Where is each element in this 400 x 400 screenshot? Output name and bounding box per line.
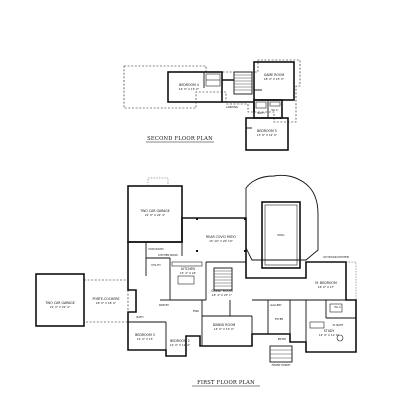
bedroom-5-dims: 13' 6" X 12' 0"	[257, 133, 278, 137]
kitchen-island	[177, 275, 195, 285]
rear-patio-label: REAR COV'D PATIO	[206, 235, 236, 239]
bedroom-3-label: BEDROOM 3	[135, 333, 155, 337]
bedroom-4-walls	[167, 71, 223, 103]
dining-room-dims: 14' 0" X 13' 0"	[214, 327, 235, 331]
front-porch-label: FRONT PORCH	[272, 363, 291, 367]
game-room-walls	[253, 61, 295, 101]
north-garage-dims: 21' 0" X 22' 4"	[145, 213, 166, 217]
outdoor-kitchen-label: OUTDOOR KITCHEN	[323, 255, 349, 259]
entry-label: ENTRY	[278, 337, 287, 341]
landing-label: LANDING	[226, 105, 238, 109]
first-floor-title: FIRST FLOOR PLAN	[197, 380, 255, 386]
porte-cochere-dims: 18' 0" X 18' 0"	[96, 301, 117, 305]
second-floor-bath-label: BATH	[258, 111, 265, 115]
study-label: STUDY	[324, 329, 335, 333]
bedroom-2-label: BEDROOM 2	[170, 339, 190, 343]
bedroom-4-dims: 14' 0" X 13' 0"	[179, 87, 200, 91]
utility-label: UTILITY	[151, 263, 161, 267]
foyer-label: FOYER	[275, 317, 284, 321]
mud-room-label: MUD ROOM	[148, 247, 163, 251]
first-floor-wic-label: W.I.C.	[334, 305, 341, 309]
first-floor-plan: TWO CAR GARAGE 21' 0" X 22' 4" TWO CAR G…	[35, 174, 357, 387]
porte-cochere-outline	[84, 279, 129, 323]
bedroom-3-dims: 12' 0" X 13'	[137, 337, 154, 341]
dining-room-label: DINING ROOM	[213, 323, 236, 327]
master-bedroom-dims: 16' 0" X 17'	[318, 285, 335, 289]
bedroom-2-dims: 12' 0" X 11' 4"	[170, 343, 191, 347]
pool	[261, 201, 301, 269]
bedroom-5-walls	[245, 117, 289, 151]
pool-deck-outline	[245, 174, 319, 261]
rear-patio-dims: 15' 10" X 20' 10"	[209, 239, 234, 243]
game-room-label: GAME ROOM	[264, 73, 285, 77]
powder-label: PWD	[193, 309, 199, 313]
second-floor-wic-label: W.I.C.	[271, 108, 278, 112]
pool-label: POOL	[277, 233, 285, 237]
pantry-label: PANTRY	[159, 303, 169, 307]
great-room-dims: 18' 4" X 23' 1"	[212, 293, 233, 297]
bedroom-5-label: BEDROOM 5	[257, 129, 277, 133]
kitchen-nook-label: KITCHEN NOOK	[158, 253, 178, 257]
second-floor-stair	[233, 71, 253, 95]
master-bedroom-label: M. BEDROOM	[315, 281, 337, 285]
bedroom-4-label: BEDROOM 4	[179, 83, 199, 87]
first-floor-bath-label: BATH	[137, 315, 144, 319]
second-floor-title: SECOND FLOOR PLAN	[147, 136, 213, 142]
interior-partitions	[128, 242, 356, 350]
west-garage-label: TWO CAR GARAGE	[44, 301, 75, 305]
main-stair	[213, 267, 233, 291]
gallery-label: GALLERY	[270, 303, 282, 307]
second-floor-plan: BEDROOM 4 14' 0" X 13' 0" GAME ROOM 18' …	[123, 59, 301, 151]
great-room-label: GREAT ROOM	[211, 289, 233, 293]
second-floor-roof-outline	[123, 59, 301, 123]
kitchen-label: KITCHEN	[181, 267, 195, 271]
game-room-dims: 18' 0" X 15' 0"	[264, 77, 285, 81]
master-bath-label: M. BATH	[333, 323, 344, 327]
north-garage-label: TWO CAR GARAGE	[139, 209, 170, 213]
kitchen-dims: 15' 4" X 22'	[180, 271, 197, 275]
study-dims: 12' 0" X 11' 0"	[319, 333, 340, 337]
patio-columns	[196, 218, 246, 252]
west-garage-dims: 21' 0" X 22' 4"	[50, 305, 71, 309]
west-garage-walls	[35, 273, 85, 327]
porte-cochere-label: PORTE-COCHERE	[92, 297, 119, 301]
